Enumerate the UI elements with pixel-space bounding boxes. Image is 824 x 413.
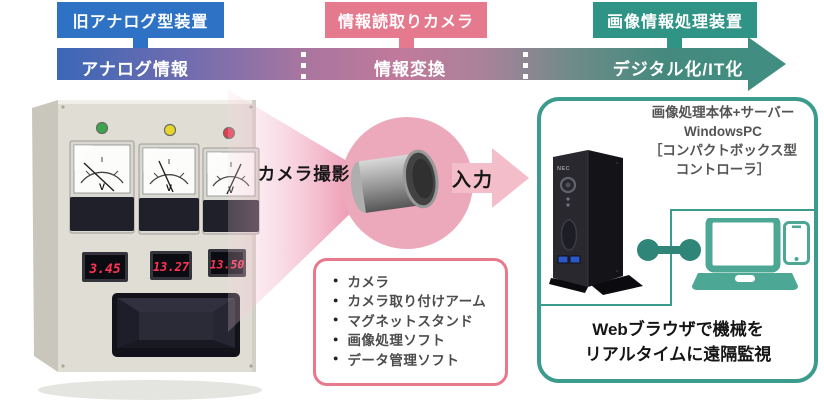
analog-meter-panel-photo: V V V xyxy=(32,100,262,400)
box-image-processor-connector xyxy=(667,36,682,50)
list-item: ● 画像処理ソフト xyxy=(333,333,446,349)
bullet-icon: ● xyxy=(333,294,339,305)
meter-base xyxy=(70,197,134,231)
usb-port xyxy=(569,255,581,264)
arrow-separator-dot xyxy=(523,74,528,79)
arrow-separator-dot xyxy=(523,63,528,68)
list-item: ● カメラ xyxy=(333,274,390,290)
digital-display-2: 13.27 xyxy=(150,251,192,280)
meter-unit-label: V xyxy=(166,183,172,193)
input-caption: 入力 xyxy=(451,170,494,191)
display-value: 3.45 xyxy=(88,262,120,277)
digital-display-1: 3.45 xyxy=(82,252,128,282)
meter-unit-label: V xyxy=(99,182,105,192)
bullet-icon: ● xyxy=(333,353,339,364)
box-reading-camera: 情報読取りカメラ xyxy=(325,2,487,38)
bullet-icon: ● xyxy=(333,333,339,344)
device-shadow xyxy=(38,380,262,400)
meter-needle xyxy=(158,160,174,193)
arrow-label-info-conversion: 情報変換 xyxy=(374,60,446,79)
gradient-flow-arrow-head xyxy=(748,37,786,91)
analog-meter-2: V xyxy=(138,143,200,235)
bullet-icon: ● xyxy=(333,275,339,286)
box-image-processor: 画像情報処理装置 xyxy=(593,2,757,38)
smartphone-icon xyxy=(783,221,810,265)
compact-pc-photo: NEC xyxy=(549,150,643,295)
arrow-separator-dot xyxy=(301,74,306,79)
device-side-face xyxy=(32,100,58,372)
panel-divider-top xyxy=(670,209,816,211)
meter-needle xyxy=(83,162,115,192)
indicator-light-yellow xyxy=(163,123,177,137)
remote-monitoring-caption: Webブラウザで機械を リアルタイムに遠隔監視 xyxy=(584,320,772,364)
usb-port xyxy=(557,255,569,264)
box-old-analog-connector xyxy=(133,36,148,50)
indicator-light-green xyxy=(95,121,109,135)
equipment-list: ● カメラ ● カメラ取り付けアーム ● マグネットスタンド ● 画像処理ソフト… xyxy=(333,271,499,369)
gradient-flow-arrow-bar xyxy=(57,48,748,80)
arrow-label-analog-info: アナログ情報 xyxy=(81,60,189,79)
indicator-light-red xyxy=(222,126,236,140)
panel-divider-vertical xyxy=(670,209,672,306)
box-reading-camera-connector xyxy=(399,36,414,50)
panel-divider-bottom xyxy=(541,304,672,306)
connector-link-bar xyxy=(648,246,690,254)
meter-unit-label: V xyxy=(228,185,234,195)
camera-capture-caption: カメラ撮影 xyxy=(257,164,351,184)
power-button xyxy=(559,176,577,194)
connector-node-right xyxy=(679,239,701,261)
box-old-analog-device: 旧アナログ型装置 xyxy=(57,2,224,38)
pc-brand-label: NEC xyxy=(557,166,570,172)
display-value: 13.50 xyxy=(210,258,245,272)
list-item: ● マグネットスタンド xyxy=(333,313,474,329)
equipment-list-box: ● カメラ ● カメラ取り付けアーム ● マグネットスタンド ● 画像処理ソフト… xyxy=(313,258,508,386)
laptop-icon xyxy=(692,218,798,290)
meter-base xyxy=(203,200,259,232)
list-item: ● カメラ取り付けアーム xyxy=(333,294,487,310)
meter-base xyxy=(139,198,199,231)
display-value: 13.27 xyxy=(153,260,190,274)
pc-side-face xyxy=(588,150,623,287)
arrow-separator-dot xyxy=(301,63,306,68)
arrow-separator-dot xyxy=(301,52,306,57)
analog-meter-1: V xyxy=(69,140,135,234)
arrow-separator-dot xyxy=(523,52,528,57)
list-item: ● データ管理ソフト xyxy=(333,352,460,368)
arrow-label-digitalization: デジタル化/IT化 xyxy=(612,60,744,79)
server-panel-title: 画像処理本体+サーバー WindowsPC ［コンパクトボックス型 コントローラ… xyxy=(648,105,798,177)
digital-display-3: 13.50 xyxy=(208,249,246,277)
panel-recess-hood xyxy=(112,293,240,357)
bullet-icon: ● xyxy=(333,314,339,325)
